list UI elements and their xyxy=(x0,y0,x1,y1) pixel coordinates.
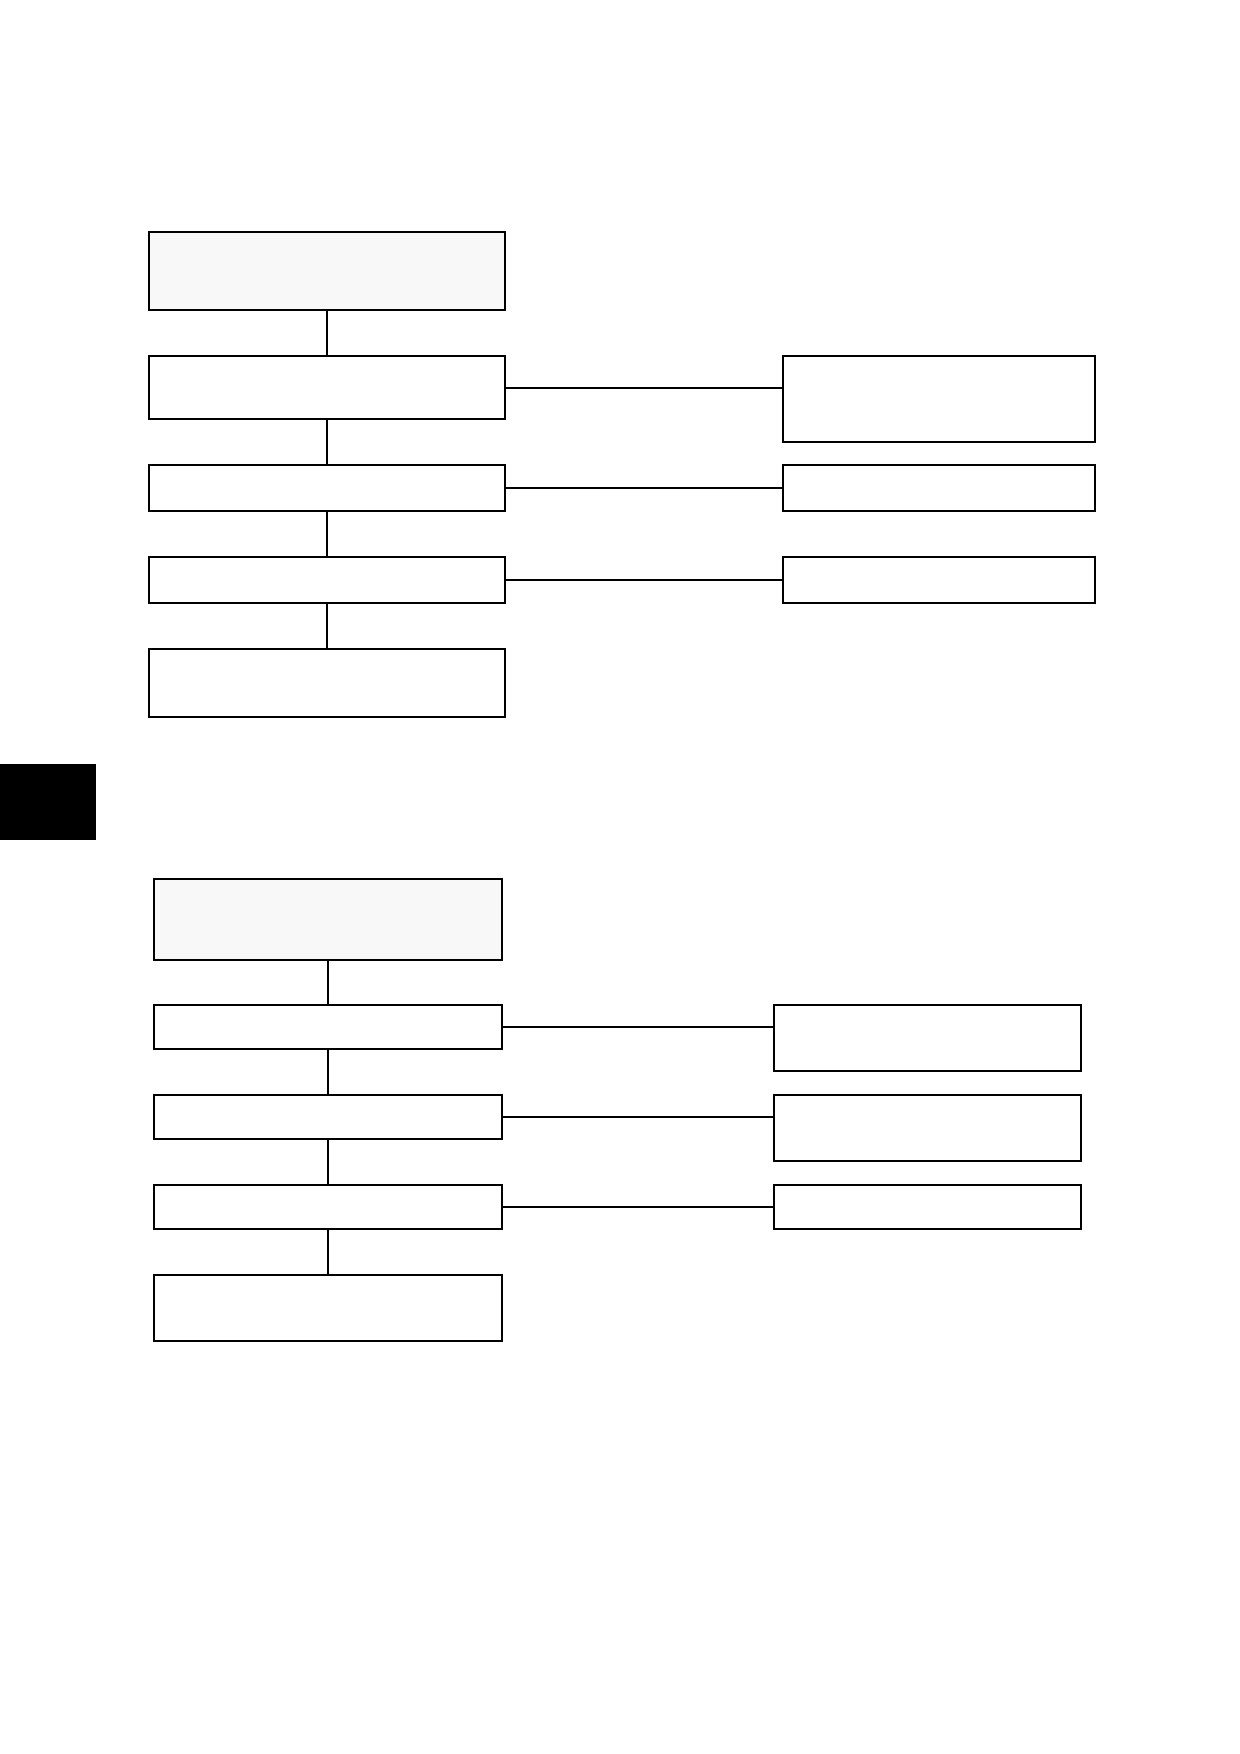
flowchart-1-connector-v4 xyxy=(326,604,328,648)
flowchart-2-side-label-3 xyxy=(775,1186,1080,1228)
flowchart-1-side-box-3 xyxy=(782,556,1096,604)
flowchart-1-step-1-box xyxy=(148,355,506,420)
flowchart-2-step-1-label xyxy=(155,1006,501,1048)
flowchart-1-end-box xyxy=(148,648,506,718)
flowchart-2-step-2-box xyxy=(153,1094,503,1140)
flowchart-2-header-label xyxy=(155,880,501,959)
flowchart-1-header-box xyxy=(148,231,506,311)
flowchart-2-end-box xyxy=(153,1274,503,1342)
flowchart-1-side-label-2 xyxy=(784,466,1094,510)
flowchart-1-side-box-1 xyxy=(782,355,1096,443)
flowchart-1-connector-v3 xyxy=(326,512,328,556)
flowchart-1-side-box-2 xyxy=(782,464,1096,512)
flowchart-2-connector-h2 xyxy=(503,1116,773,1118)
flowchart-2-side-label-2 xyxy=(775,1096,1080,1160)
flowchart-2-connector-h3 xyxy=(503,1206,773,1208)
flowchart-2-header-box xyxy=(153,878,503,961)
flowchart-1-step-2-box xyxy=(148,464,506,512)
flowchart-1-connector-h2 xyxy=(506,487,782,489)
flowchart-2-side-label-1 xyxy=(775,1006,1080,1070)
flowchart-2-connector-v4 xyxy=(327,1230,329,1274)
flowchart-2-connector-v2 xyxy=(327,1050,329,1094)
flowchart-2-connector-v3 xyxy=(327,1140,329,1184)
flowchart-1-connector-h1 xyxy=(506,387,782,389)
flowchart-1-side-label-3 xyxy=(784,558,1094,602)
flowchart-1-step-1-label xyxy=(150,357,504,418)
flowchart-2-side-box-3 xyxy=(773,1184,1082,1230)
flowchart-2-connector-v1 xyxy=(327,961,329,1004)
flowchart-2-connector-h1 xyxy=(503,1026,773,1028)
flowchart-1-step-3-box xyxy=(148,556,506,604)
flowchart-1-connector-v1 xyxy=(326,311,328,355)
flowchart-2-side-box-2 xyxy=(773,1094,1082,1162)
flowchart-1-header-label xyxy=(150,233,504,309)
flowchart-2-side-box-1 xyxy=(773,1004,1082,1072)
flowchart-2-end-label xyxy=(155,1276,501,1340)
flowchart-1-connector-h3 xyxy=(506,579,782,581)
section-tab-marker xyxy=(0,764,96,840)
flowchart-2-step-3-box xyxy=(153,1184,503,1230)
flowchart-2-step-2-label xyxy=(155,1096,501,1138)
flowchart-1-step-2-label xyxy=(150,466,504,510)
flowchart-1-side-label-1 xyxy=(784,357,1094,441)
flowchart-1-step-3-label xyxy=(150,558,504,602)
flowchart-1-end-label xyxy=(150,650,504,716)
flowchart-2-step-1-box xyxy=(153,1004,503,1050)
flowchart-2-step-3-label xyxy=(155,1186,501,1228)
flowchart-1-connector-v2 xyxy=(326,420,328,464)
